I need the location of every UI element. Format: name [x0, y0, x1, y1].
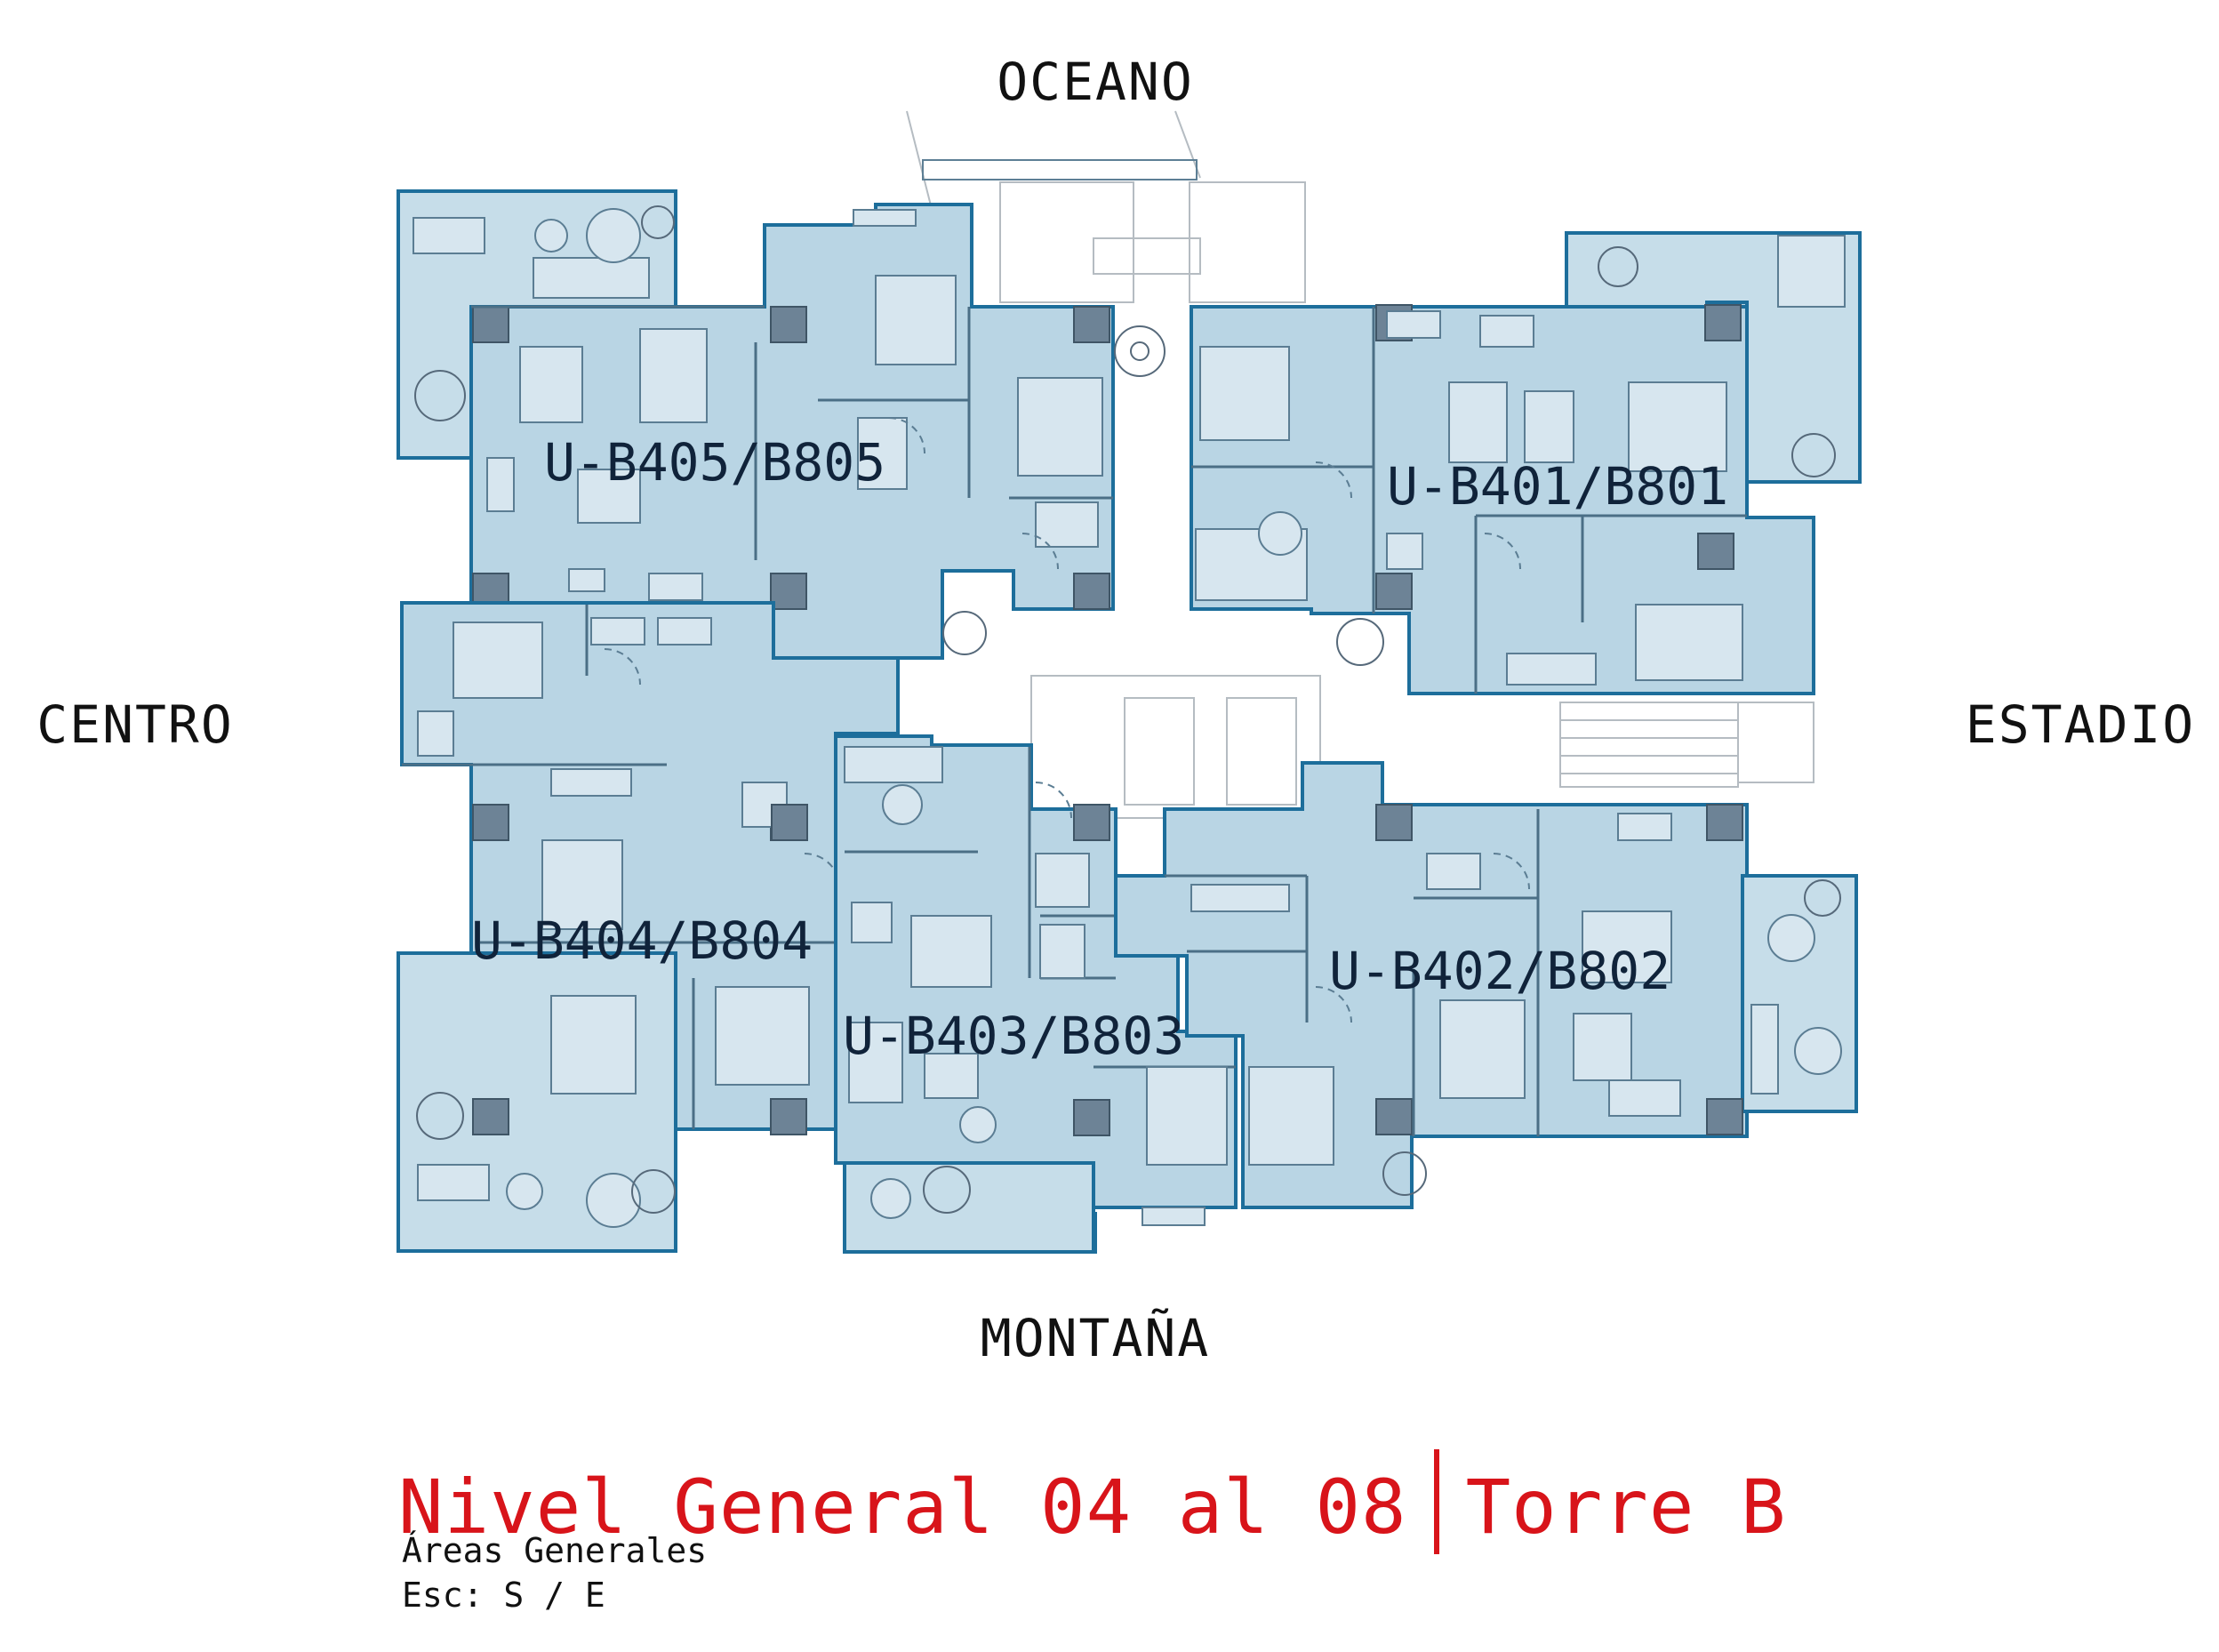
unit-label-b405: U-B405/B805 — [544, 432, 885, 493]
title-separator — [1433, 1449, 1439, 1554]
unit-b401 — [1130, 231, 1862, 695]
orientation-east: ESTADIO — [1966, 694, 2195, 755]
unit-label-b402: U-B402/B802 — [1329, 941, 1670, 1001]
common-areas — [906, 110, 1814, 819]
unit-label-b403: U-B403/B803 — [843, 1006, 1184, 1066]
unit-b403 — [771, 734, 1238, 1254]
unit-label-b404: U-B404/B804 — [471, 910, 813, 971]
unit-b405 — [397, 189, 1166, 660]
plan-subtitle: Áreas Generales — [402, 1531, 708, 1570]
plan-scale: Esc: S / E — [402, 1576, 605, 1615]
orientation-south: MONTAÑA — [981, 1307, 1210, 1368]
plan-title-level: Nivel General 04 al 08 — [398, 1464, 1407, 1551]
plan-title-tower: Torre B — [1465, 1464, 1787, 1551]
unit-label-b401: U-B401/B801 — [1387, 456, 1728, 517]
orientation-north: OCEANO — [997, 52, 1194, 112]
unit-b402 — [1114, 761, 1858, 1209]
plan-title: Nivel General 04 al 08 Torre B — [398, 1449, 1787, 1554]
orientation-west: CENTRO — [36, 694, 234, 755]
